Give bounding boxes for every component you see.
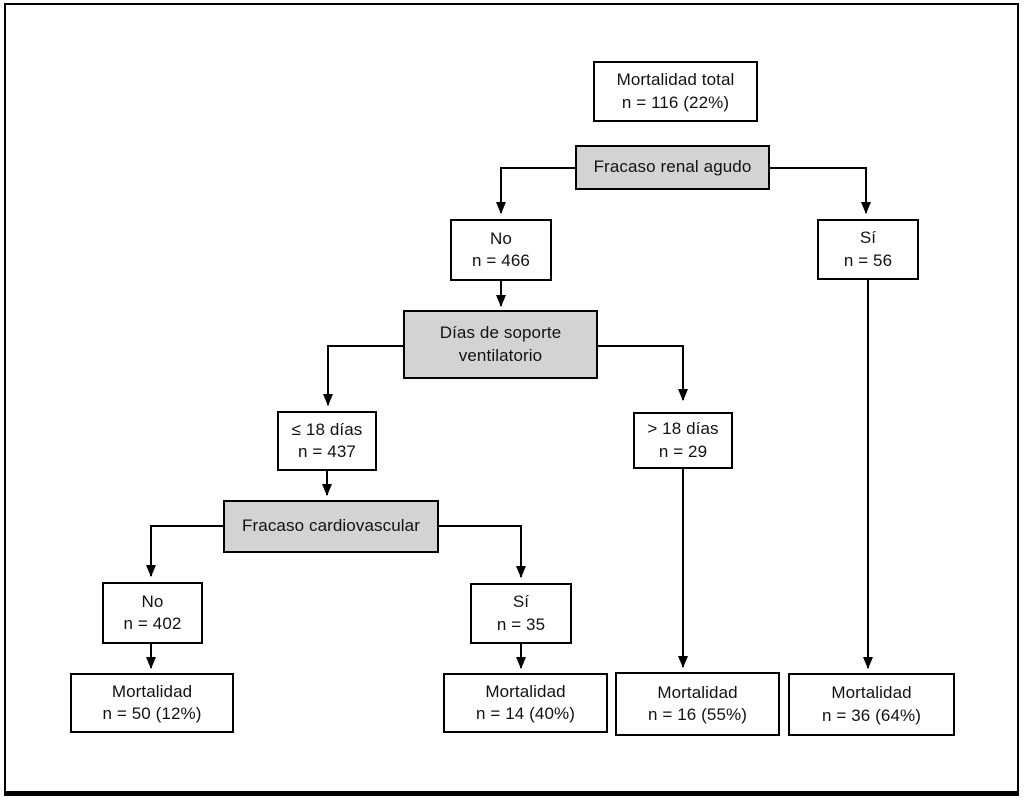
decision-dias-soporte-line1: Días de soporte [439, 323, 562, 343]
decision-dias-soporte-line2: ventilatorio [458, 345, 543, 365]
node-gt-18-dias-label: > 18 días [647, 419, 719, 439]
node-cardio-si-value: n = 35 [496, 614, 546, 634]
node-mortalidad-cardio-no: Mortalidad n = 50 (12%) [70, 673, 234, 733]
node-renal-si-value: n = 56 [843, 250, 893, 270]
node-mortalidad-total: Mortalidad total n = 116 (22%) [593, 61, 758, 122]
node-mortalidad-renal-si: Mortalidad n = 36 (64%) [788, 673, 955, 736]
node-mortalidad-gt18-value: n = 16 (55%) [647, 705, 747, 724]
node-cardio-si-label: Sí [512, 592, 530, 612]
node-mortalidad-gt18-label: Mortalidad [657, 682, 738, 702]
node-le-18-dias-value: n = 437 [298, 442, 356, 461]
node-renal-no-label: No [490, 228, 512, 248]
node-mortalidad-cardio-no-value: n = 50 (12%) [102, 704, 202, 723]
node-le-18-dias-label: ≤ 18 días [291, 419, 363, 439]
connector-cardio-to-si [439, 525, 526, 578]
decision-fracaso-cardiovascular-label: Fracaso cardiovascular [242, 516, 420, 536]
node-mortalidad-cardio-si-value: n = 14 (40%) [475, 704, 575, 723]
node-renal-no-value: n = 466 [472, 251, 530, 270]
connector-dias-to-le18 [323, 345, 403, 406]
node-gt-18-dias: > 18 días n = 29 [633, 412, 733, 469]
decision-dias-soporte-ventilatorio: Días de soporte ventilatorio [403, 310, 598, 379]
node-mortalidad-cardio-si: Mortalidad n = 14 (40%) [443, 673, 608, 733]
node-cardio-no-value: n = 402 [123, 614, 182, 633]
node-mortalidad-cardio-no-label: Mortalidad [111, 681, 193, 701]
node-cardio-no: No n = 402 [102, 582, 203, 644]
node-mortalidad-renal-si-value: n = 36 (64%) [821, 705, 921, 725]
connector-renal-to-si [770, 167, 871, 214]
node-cardio-si: Sí n = 35 [470, 583, 572, 644]
connector-cardio-to-no [146, 525, 223, 577]
decision-fracaso-renal-agudo: Fracaso renal agudo [575, 145, 770, 190]
node-mortalidad-total-value: n = 116 (22%) [621, 92, 730, 112]
connector-dias-to-gt18 [598, 345, 688, 401]
node-renal-si: Sí n = 56 [817, 219, 919, 280]
node-renal-si-label: Sí [859, 228, 877, 248]
node-mortalidad-renal-si-label: Mortalidad [831, 683, 912, 703]
node-mortalidad-gt18: Mortalidad n = 16 (55%) [615, 672, 780, 736]
node-mortalidad-total-label: Mortalidad total [616, 70, 735, 90]
connector-renal-to-no [496, 167, 575, 214]
node-cardio-no-label: No [141, 591, 164, 611]
node-mortalidad-cardio-si-label: Mortalidad [485, 681, 566, 701]
node-gt-18-dias-value: n = 29 [658, 441, 708, 461]
decision-fracaso-renal-agudo-label: Fracaso renal agudo [593, 157, 752, 177]
node-renal-no: No n = 466 [450, 219, 552, 281]
decision-fracaso-cardiovascular: Fracaso cardiovascular [223, 500, 439, 553]
node-le-18-dias: ≤ 18 días n = 437 [277, 411, 377, 471]
